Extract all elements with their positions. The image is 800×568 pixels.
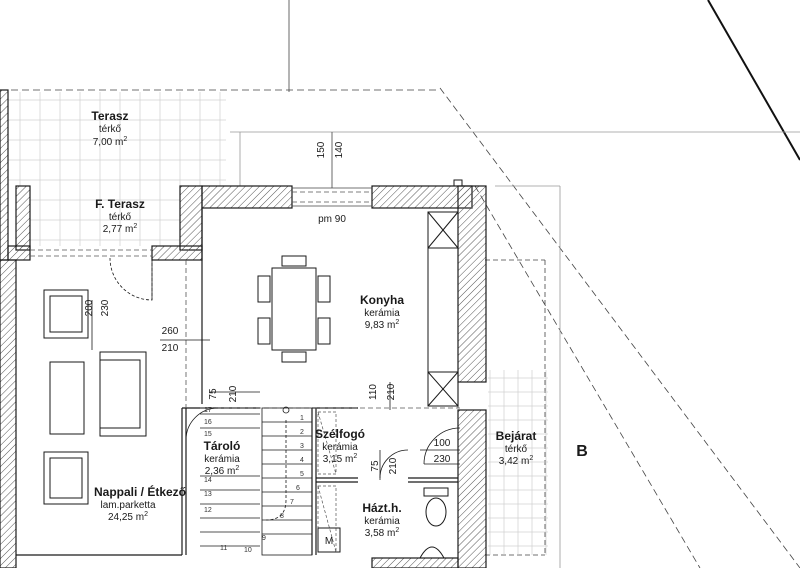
dim-200: 200 xyxy=(84,299,95,316)
doors xyxy=(109,257,461,479)
stair-step-12: 12 xyxy=(204,507,212,514)
terrace-tiles xyxy=(8,92,548,555)
f-terasz-name: F. Terasz xyxy=(95,197,145,211)
room-terasz: Terasz térkő 7,00 m2 xyxy=(91,109,128,148)
stair-step-11: 11 xyxy=(220,545,227,552)
section-marker: B xyxy=(576,443,588,460)
dim-210c: 210 xyxy=(386,383,397,400)
stair-step-numbers: 1 2 3 4 5 6 7 8 9 10 11 12 13 14 15 16 1… xyxy=(204,407,304,554)
stair-step-17: 17 xyxy=(204,407,212,414)
dim-110: 110 xyxy=(368,384,379,400)
konyha-area: 9,83 m2 xyxy=(365,319,400,331)
dimension-labels: 150 140 pm 90 200 230 260 210 75 210 110… xyxy=(84,141,451,474)
haztartas-material: kerámia xyxy=(364,516,400,527)
konyha-material: kerámia xyxy=(364,308,400,319)
bejarat-area: 3,42 m2 xyxy=(499,455,534,467)
stair-step-6: 6 xyxy=(296,485,300,492)
fixtures xyxy=(317,179,463,559)
dim-210b: 210 xyxy=(228,385,239,402)
f-terasz-material: térkő xyxy=(109,212,132,223)
nappali-name: Nappali / Étkező xyxy=(94,484,186,499)
room-bejarat: Bejárat térkő 3,42 m2 xyxy=(496,429,537,467)
nappali-material: lam.parketta xyxy=(100,500,155,511)
taroló-name: Tároló xyxy=(204,439,241,453)
openings xyxy=(30,191,460,409)
stair-step-2: 2 xyxy=(300,429,304,436)
room-taroló: Tároló kerámia 2,36 m2 xyxy=(204,439,241,477)
dim-pm90: pm 90 xyxy=(318,214,346,225)
dim-210a: 210 xyxy=(162,343,179,354)
haztartas-area: 3,58 m2 xyxy=(365,527,400,539)
stair-step-8: 8 xyxy=(280,513,284,520)
dim-150: 150 xyxy=(316,141,327,158)
stair-step-10: 10 xyxy=(244,547,252,554)
walls xyxy=(0,89,487,568)
terasz-material: térkő xyxy=(99,124,122,135)
room-haztartas: Házt.h. kerámia 3,58 m2 xyxy=(362,501,401,539)
room-szelfogo: Szélfogó kerámia 3,15 m2 xyxy=(315,427,365,465)
stair-step-3: 3 xyxy=(300,443,304,450)
szelfogo-name: Szélfogó xyxy=(315,427,365,441)
dimension-ticks xyxy=(91,300,460,480)
dining-table xyxy=(257,255,331,363)
bejarat-material: térkő xyxy=(505,444,528,455)
stair-step-14: 14 xyxy=(204,477,212,484)
terasz-area: 7,00 m2 xyxy=(93,136,128,148)
terasz-name: Terasz xyxy=(91,109,128,123)
dim-140: 140 xyxy=(334,141,345,158)
kitchen-counter xyxy=(427,211,459,407)
dim-230a: 230 xyxy=(100,299,111,316)
szelfogo-material: kerámia xyxy=(322,442,358,453)
appliance-label: M xyxy=(325,536,333,547)
dim-75b: 75 xyxy=(370,460,381,472)
taroló-material: kerámia xyxy=(204,454,240,465)
living-furniture xyxy=(43,289,147,505)
szelfogo-area: 3,15 m2 xyxy=(323,453,358,465)
room-nappali: Nappali / Étkező lam.parketta 24,25 m2 xyxy=(94,484,186,523)
dim-75a: 75 xyxy=(208,388,219,400)
dim-210d: 210 xyxy=(388,457,399,474)
stair-step-9: 9 xyxy=(262,535,266,542)
kitchen-window xyxy=(292,132,372,207)
stair-step-4: 4 xyxy=(300,457,304,464)
f-terasz-area: 2,77 m2 xyxy=(103,223,138,235)
stair-step-7: 7 xyxy=(290,499,294,506)
bejarat-name: Bejárat xyxy=(496,429,537,443)
stair-step-1: 1 xyxy=(300,415,304,422)
room-konyha: Konyha kerámia 9,83 m2 xyxy=(360,293,404,331)
dim-100: 100 xyxy=(434,438,451,449)
nappali-area: 24,25 m2 xyxy=(108,511,148,523)
stairs xyxy=(200,406,313,556)
stair-step-5: 5 xyxy=(300,471,304,478)
taroló-area: 2,36 m2 xyxy=(205,465,240,477)
stair-step-16: 16 xyxy=(204,419,212,426)
dim-230b: 230 xyxy=(434,454,451,465)
haztartas-name: Házt.h. xyxy=(362,501,401,515)
dim-260: 260 xyxy=(162,326,179,337)
room-f-terasz: F. Terasz térkő 2,77 m2 xyxy=(95,197,145,235)
stair-step-15: 15 xyxy=(204,431,212,438)
konyha-name: Konyha xyxy=(360,293,404,307)
stair-step-13: 13 xyxy=(204,491,212,498)
